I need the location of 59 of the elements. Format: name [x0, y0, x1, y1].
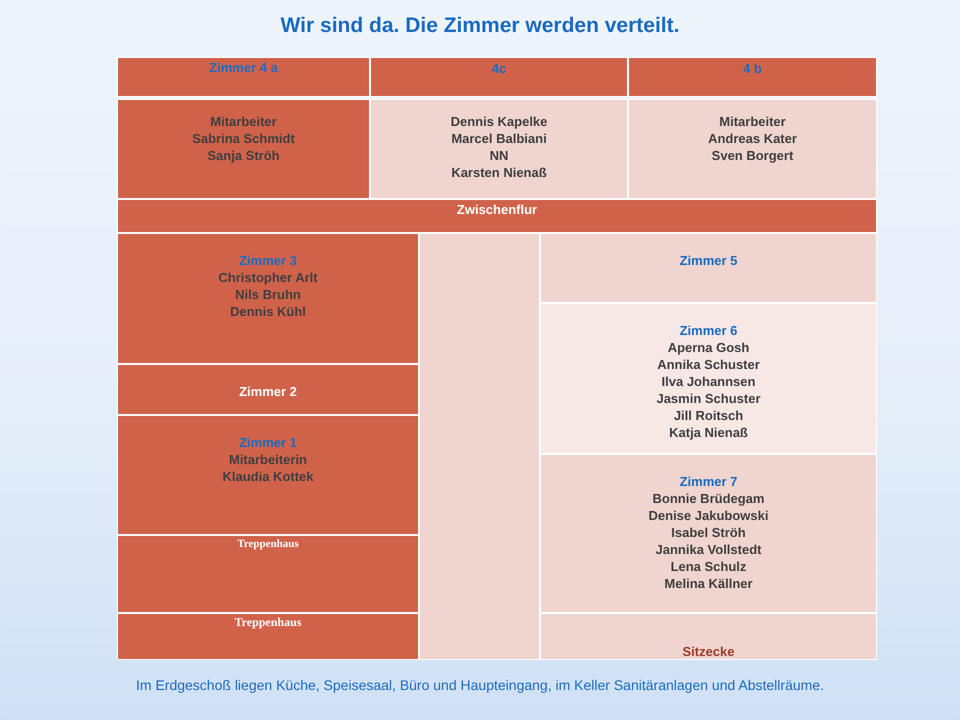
- room-name: Zwischenflur: [456, 202, 538, 218]
- occupant-name: Andreas Kater: [708, 130, 797, 147]
- occupant-name: Jasmin Schuster: [656, 390, 761, 407]
- room-name: Zimmer 2: [239, 383, 297, 400]
- occupant-name: Christopher Arlt: [218, 269, 318, 286]
- room-cell: [370, 99, 628, 199]
- room-cell: [540, 233, 877, 303]
- occupant-name: Sabrina Schmidt: [192, 130, 295, 147]
- room-cell: [628, 99, 877, 199]
- room-name: Zimmer 3: [239, 252, 297, 269]
- room-name: 4 b: [743, 60, 762, 77]
- occupant-name: Aperna Gosh: [668, 339, 750, 356]
- room-cell: [117, 233, 419, 364]
- room-name: Zimmer 1: [239, 434, 297, 451]
- corridor-area: [419, 233, 540, 660]
- occupant-name: Marcel Balbiani: [451, 130, 547, 147]
- title: Wir sind da. Die Zimmer werden verteilt.: [280, 14, 680, 38]
- occupant-name: Sven Borgert: [712, 147, 794, 164]
- room-cell: [117, 199, 877, 233]
- occupant-name: Jill Roitsch: [674, 407, 744, 424]
- room-name: Treppenhaus: [237, 537, 299, 552]
- room-cell: [117, 535, 419, 613]
- room-cell: [117, 613, 419, 660]
- room-cell: [628, 57, 877, 97]
- occupant-name: Mitarbeiterin: [228, 451, 307, 468]
- room-cell: [370, 57, 628, 97]
- room-name: Sitzecke: [682, 643, 735, 660]
- room-cell: [117, 415, 419, 535]
- room-cell: [117, 99, 370, 199]
- room-name: Zimmer 7: [680, 473, 738, 490]
- occupant-name: Mitarbeiter: [210, 113, 277, 130]
- occupant-name: Klaudia Kottek: [222, 468, 314, 485]
- caption: Im Erdgeschoß liegen Küche, Speisesaal, Büro und Haupteingang, im Keller Sanitäranlagen und Abstellräume.: [135, 677, 825, 693]
- occupant-name: NN: [490, 147, 508, 164]
- occupant-name: Bonnie Brüdegam: [652, 490, 764, 507]
- occupant-name: Ilva Johannsen: [662, 373, 756, 390]
- occupant-name: Katja Nienaß: [669, 424, 748, 441]
- occupant-name: Mitarbeiter: [719, 113, 786, 130]
- room-cell: [117, 57, 370, 97]
- room-name: Zimmer 6: [680, 322, 738, 339]
- occupant-name: Lena Schulz: [670, 558, 746, 575]
- occupant-name: Isabel Ströh: [671, 524, 746, 541]
- room-cell: [540, 613, 877, 660]
- room-name: Zimmer 5: [680, 252, 738, 269]
- occupant-name: Dennis Kühl: [230, 303, 306, 320]
- room-cell: [540, 303, 877, 454]
- occupant-name: Nils Bruhn: [235, 286, 301, 303]
- room-cell: [540, 454, 877, 613]
- occupant-name: Sanja Ströh: [207, 147, 280, 164]
- room-cell: [117, 364, 419, 415]
- occupant-name: Melina Källner: [664, 575, 753, 592]
- occupant-name: Karsten Nienaß: [451, 164, 547, 181]
- occupant-name: Jannika Vollstedt: [656, 541, 762, 558]
- room-name: Treppenhaus: [234, 614, 302, 631]
- occupant-name: Denise Jakubowski: [648, 507, 768, 524]
- room-name: 4c: [492, 60, 506, 77]
- room-name: Zimmer 4 a: [209, 60, 278, 76]
- occupant-name: Annika Schuster: [657, 356, 760, 373]
- occupant-name: Dennis Kapelke: [450, 113, 548, 130]
